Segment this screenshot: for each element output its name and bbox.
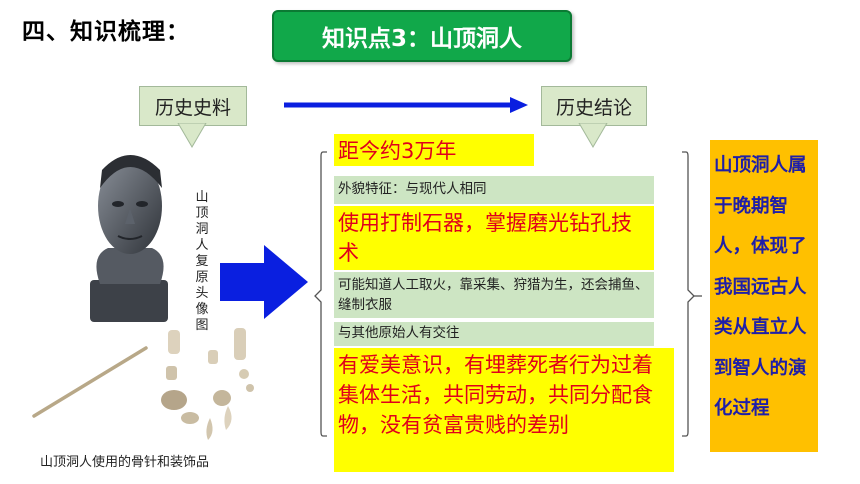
fact-appearance: 外貌特征：与现代人相同 bbox=[334, 176, 654, 204]
fact-contact: 与其他原始人有交往 bbox=[334, 322, 654, 346]
conclusion-box: 山顶洞人属于晚期智人，体现了我国远古人类从直立人到智人的演化过程 bbox=[710, 140, 818, 452]
bust-image bbox=[90, 155, 168, 322]
right-bracket bbox=[682, 151, 702, 437]
bust-caption: 山顶洞人复原头像图 bbox=[195, 190, 209, 333]
artifacts-caption: 山顶洞人使用的骨针和装饰品 bbox=[40, 455, 210, 470]
left-bracket bbox=[314, 151, 327, 437]
big-arrow-icon bbox=[220, 245, 308, 319]
fact-date: 距今约3万年 bbox=[334, 134, 534, 166]
section-heading: 四、知识梳理： bbox=[22, 19, 190, 45]
source-label: 历史史料 bbox=[139, 86, 247, 126]
artifacts-image bbox=[32, 328, 254, 440]
conclusion-label: 历史结论 bbox=[541, 86, 647, 126]
fact-tools: 使用打制石器，掌握磨光钻孔技术 bbox=[334, 206, 654, 270]
conclusion-callout-pointer bbox=[578, 123, 608, 148]
source-callout-pointer bbox=[177, 123, 207, 148]
topic-banner: 知识点3：山顶洞人 bbox=[272, 10, 572, 62]
flow-arrow-icon bbox=[284, 97, 528, 113]
fact-livelihood: 可能知道人工取火，靠采集、狩猎为生，还会捕鱼、缝制衣服 bbox=[334, 272, 654, 318]
fact-society: 有爱美意识，有埋葬死者行为过着集体生活，共同劳动，共同分配食物，没有贫富贵贱的差… bbox=[334, 348, 674, 472]
